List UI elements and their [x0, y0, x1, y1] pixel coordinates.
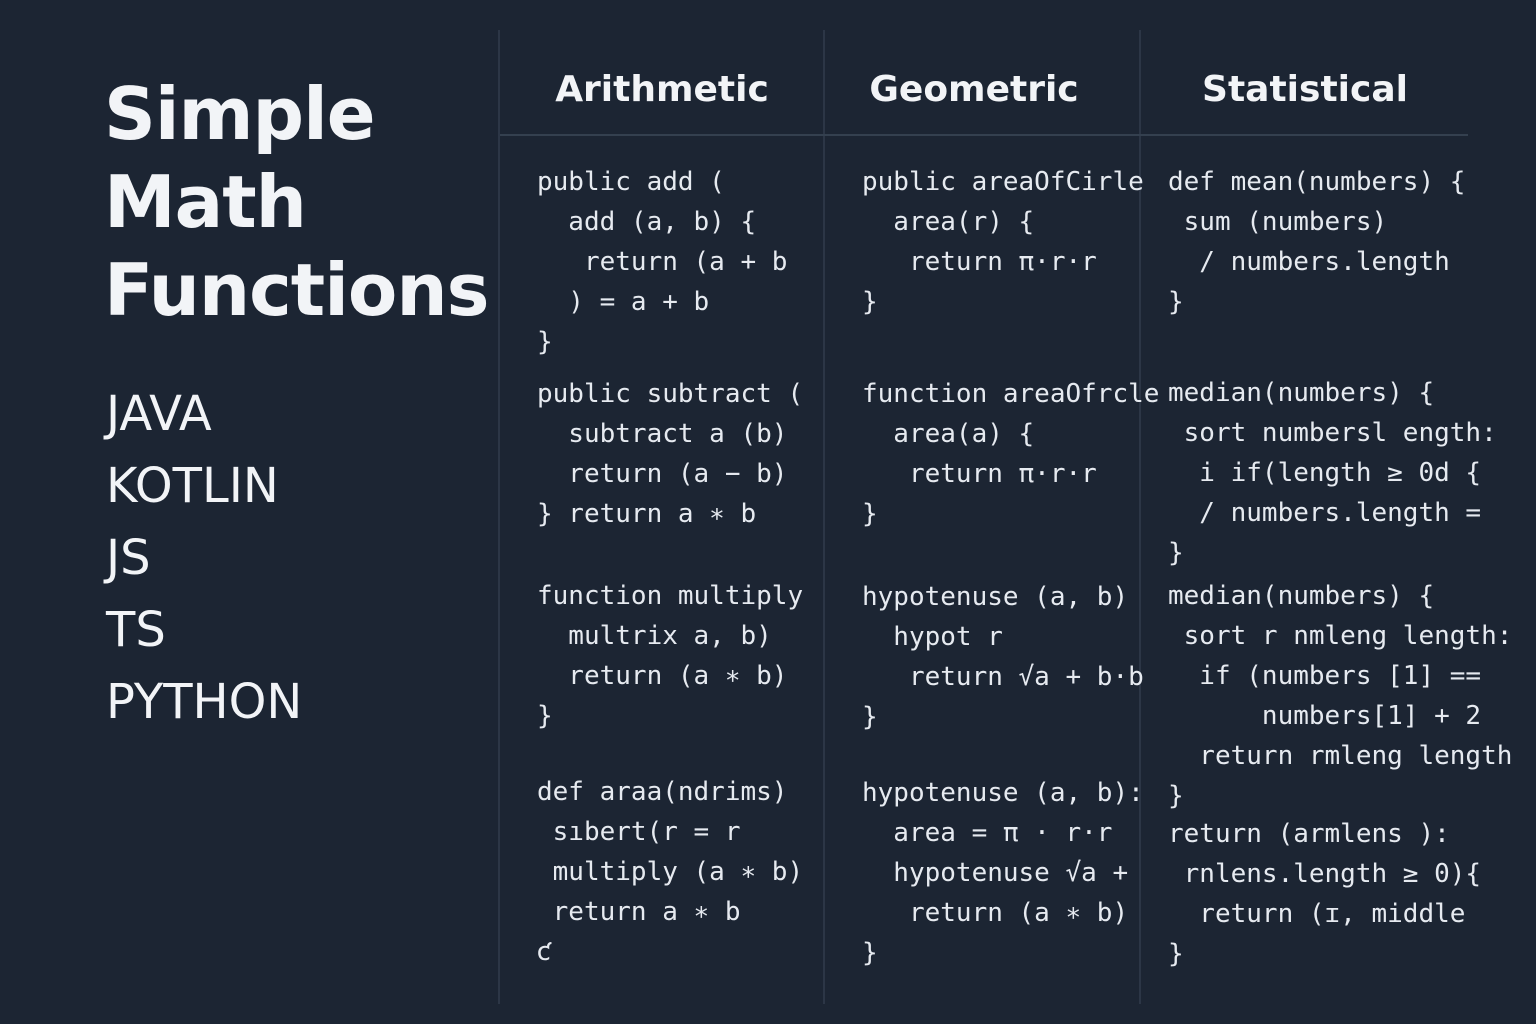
code-block-subtract: public subtract ( subtract a (b) return … — [537, 379, 804, 529]
code-block-python-arith: def araa(ndrims) sıbert(r = r multiply (… — [537, 777, 804, 967]
code-block-median-2: median(numbers) { sort r nmleng length: … — [1168, 581, 1513, 811]
language-item-js: JS — [106, 530, 151, 586]
code-block-hypotenuse-python: hypotenuse (a, b): area = π · r·r hypote… — [862, 778, 1144, 968]
language-item-kotlin: KOTLIN — [106, 458, 279, 514]
code-block-median: median(numbers) { sort numbersl ength: i… — [1168, 378, 1497, 568]
language-item-python: PYTHON — [106, 674, 303, 730]
code-block-area-function: function areaOfrcle area(a) { return π·r… — [862, 379, 1160, 529]
column-header-statistical: Statistical — [1202, 69, 1408, 110]
header-divider — [500, 134, 1468, 136]
code-block-add: public add ( add (a, b) { return (a + b … — [537, 167, 788, 357]
column-divider — [1139, 30, 1141, 1004]
column-header-geometric: Geometric — [869, 69, 1079, 110]
title-line: Functions — [104, 248, 489, 332]
code-block-mean: def mean(numbers) { sum (numbers) / numb… — [1168, 167, 1466, 317]
code-block-hypotenuse: hypotenuse (a, b) hypot r return √a + b·… — [862, 582, 1144, 732]
title-line: Math — [104, 160, 307, 244]
page-title: Simple Math Functions — [104, 70, 489, 334]
code-block-multiply: function multiply multrix a, b) return (… — [537, 581, 804, 731]
language-item-ts: TS — [106, 602, 166, 658]
column-header-arithmetic: Arithmetic — [555, 69, 769, 110]
code-block-median-return: return (armlens ): rnlens.length ≥ 0){ r… — [1168, 819, 1482, 969]
column-divider — [823, 30, 825, 1004]
language-list: JAVA KOTLIN JS TS PYTHON — [106, 378, 302, 738]
title-line: Simple — [104, 72, 376, 156]
code-block-area-of-circle: public areaOfCirle area(r) { return π·r·… — [862, 167, 1144, 317]
column-divider — [498, 30, 500, 1004]
language-item-java: JAVA — [106, 386, 212, 442]
